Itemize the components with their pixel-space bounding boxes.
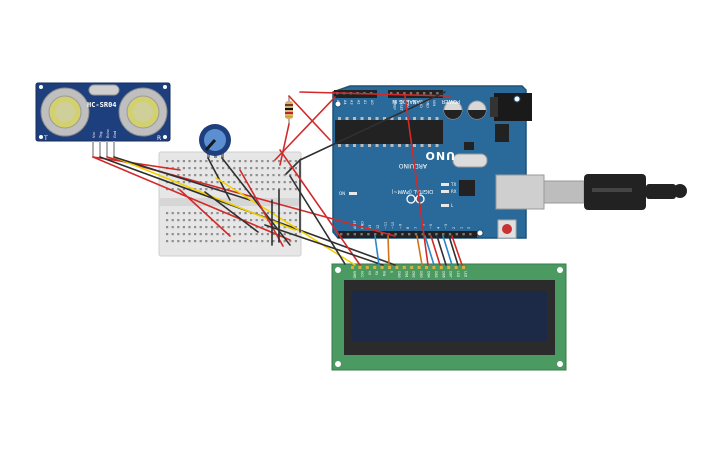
lcd-pin-label: V0 xyxy=(367,271,371,275)
digital-pin-label: ~11 xyxy=(383,222,387,229)
wires xyxy=(92,91,463,266)
digital-header[interactable] xyxy=(338,231,477,238)
lcd-pin[interactable] xyxy=(395,266,399,269)
sensor-r-label: R xyxy=(157,135,161,142)
l-led-label: L xyxy=(451,203,454,208)
wire-sensor-gnd xyxy=(113,156,296,231)
crystal xyxy=(452,153,488,168)
sensor-transmitter xyxy=(40,87,90,137)
resistor-icon[interactable] xyxy=(285,96,293,124)
lcd-pin-label: LED xyxy=(464,271,468,278)
digital-pin-label: 12 xyxy=(376,225,380,229)
lcd-pin-label: RS xyxy=(375,271,379,275)
digital-pin-label: 7 xyxy=(414,227,418,229)
sensor-model-label: HC-SR04 xyxy=(87,101,117,109)
lcd-pin-label: DB6 xyxy=(441,271,445,278)
analog-pin-label: A4 xyxy=(343,100,347,104)
sensor-pin-label: Trig xyxy=(99,132,103,139)
lcd-pin[interactable] xyxy=(365,266,369,269)
sensor-pins[interactable] xyxy=(92,141,115,157)
lcd-pin-header[interactable] xyxy=(351,266,465,269)
lcd-pin[interactable] xyxy=(432,266,436,269)
sensor-pin-label: Echo xyxy=(106,129,110,138)
sensor-pin-label: Gnd xyxy=(113,131,117,138)
analog-pin-label: A5 xyxy=(336,100,340,104)
digital-pin-label: 4 xyxy=(437,227,441,229)
lcd-pin-label: E xyxy=(390,271,394,273)
lcd-screen xyxy=(351,291,547,341)
power-pin-label: VIN xyxy=(432,100,436,106)
lcd-pin[interactable] xyxy=(439,266,443,269)
digital-pin-label: 8 xyxy=(406,227,410,229)
potentiometer-icon[interactable] xyxy=(199,124,231,158)
usb-cable-icon[interactable] xyxy=(543,174,687,210)
lcd-pin-label: DB4 xyxy=(427,271,431,278)
rx-led-label: RX xyxy=(451,189,457,194)
sensor-receiver xyxy=(118,87,168,137)
digital-pin-label: 0 xyxy=(467,227,471,229)
power-pin-label: GND xyxy=(425,100,429,108)
lcd-pin[interactable] xyxy=(417,266,421,269)
analog-pin-label: A1 xyxy=(363,100,367,104)
digital-pin-label: ~9 xyxy=(399,224,403,229)
wire-sensor-vcc xyxy=(92,156,291,241)
lcd-pin[interactable] xyxy=(380,266,384,269)
analog-pin-label: A0 xyxy=(370,100,374,104)
analog-pin-label: A3 xyxy=(350,100,354,104)
digital-pin-label: ~3 xyxy=(444,224,448,229)
usb-chip xyxy=(459,180,475,196)
digital-label: DIGITAL (PWM~) xyxy=(391,188,433,194)
lcd-pin-label: VCC xyxy=(360,271,364,278)
power-label: POWER xyxy=(441,98,460,104)
lcd-pin-label: LED xyxy=(456,271,460,278)
lcd-pin[interactable] xyxy=(358,266,362,269)
arduino-model: UNO xyxy=(425,149,456,162)
lcd-pin[interactable] xyxy=(425,266,428,269)
digital-pin-label: GND xyxy=(361,221,365,229)
analog-pin-label: A2 xyxy=(356,100,360,104)
power-pin-label: IOREF xyxy=(392,100,396,110)
lcd-pin-label: DB1 xyxy=(404,271,408,278)
lcd-pin[interactable] xyxy=(388,266,391,269)
power-pin-label: 3.3V xyxy=(406,100,410,108)
digital-pin-label: 1 xyxy=(459,227,463,229)
tx-led-label: TX xyxy=(450,182,456,187)
lcd-pin[interactable] xyxy=(373,266,377,269)
digital-pin-label: ~10 xyxy=(391,222,395,229)
lcd-pin[interactable] xyxy=(462,266,465,269)
lcd-pin-label: RW xyxy=(382,271,386,277)
power-pin-label: 5V xyxy=(412,100,416,105)
lcd-pin-label: DB2 xyxy=(412,271,416,278)
digital-pin-label: 2 xyxy=(452,227,456,229)
dc-jack[interactable] xyxy=(494,93,532,121)
digital-pin-label: ~5 xyxy=(429,224,433,229)
lcd-pin[interactable] xyxy=(410,266,414,269)
lcd-pin-label: GND xyxy=(353,271,357,279)
reset-button-icon[interactable] xyxy=(497,219,517,239)
capacitor-icon xyxy=(443,100,487,120)
lcd-pin-label: DB3 xyxy=(419,271,423,278)
chip-icon xyxy=(335,120,443,144)
lcd-pin-label: DB5 xyxy=(434,271,438,278)
lcd-pin[interactable] xyxy=(402,266,406,269)
sensor-pin-label: Vcc xyxy=(92,132,96,138)
lcd-pin-label: DB7 xyxy=(449,271,453,278)
arduino-brand: ARDUINO xyxy=(398,162,427,169)
on-led-label: ON xyxy=(339,191,345,196)
lcd-pin-label: DB0 xyxy=(397,271,401,278)
digital-pin-label: 13 xyxy=(368,225,372,229)
arduino-uno-board[interactable]: UNO ARDUINO DIGITAL (PWM~) ANALOG IN POW… xyxy=(332,85,545,239)
lcd-pin[interactable] xyxy=(351,266,354,269)
lcd-pin[interactable] xyxy=(447,266,451,269)
lcd-pin[interactable] xyxy=(454,266,458,269)
power-header[interactable] xyxy=(388,90,443,98)
power-pin-label: RESET xyxy=(399,100,403,112)
sensor-t-label: T xyxy=(43,135,48,142)
usb-port[interactable] xyxy=(495,174,545,210)
